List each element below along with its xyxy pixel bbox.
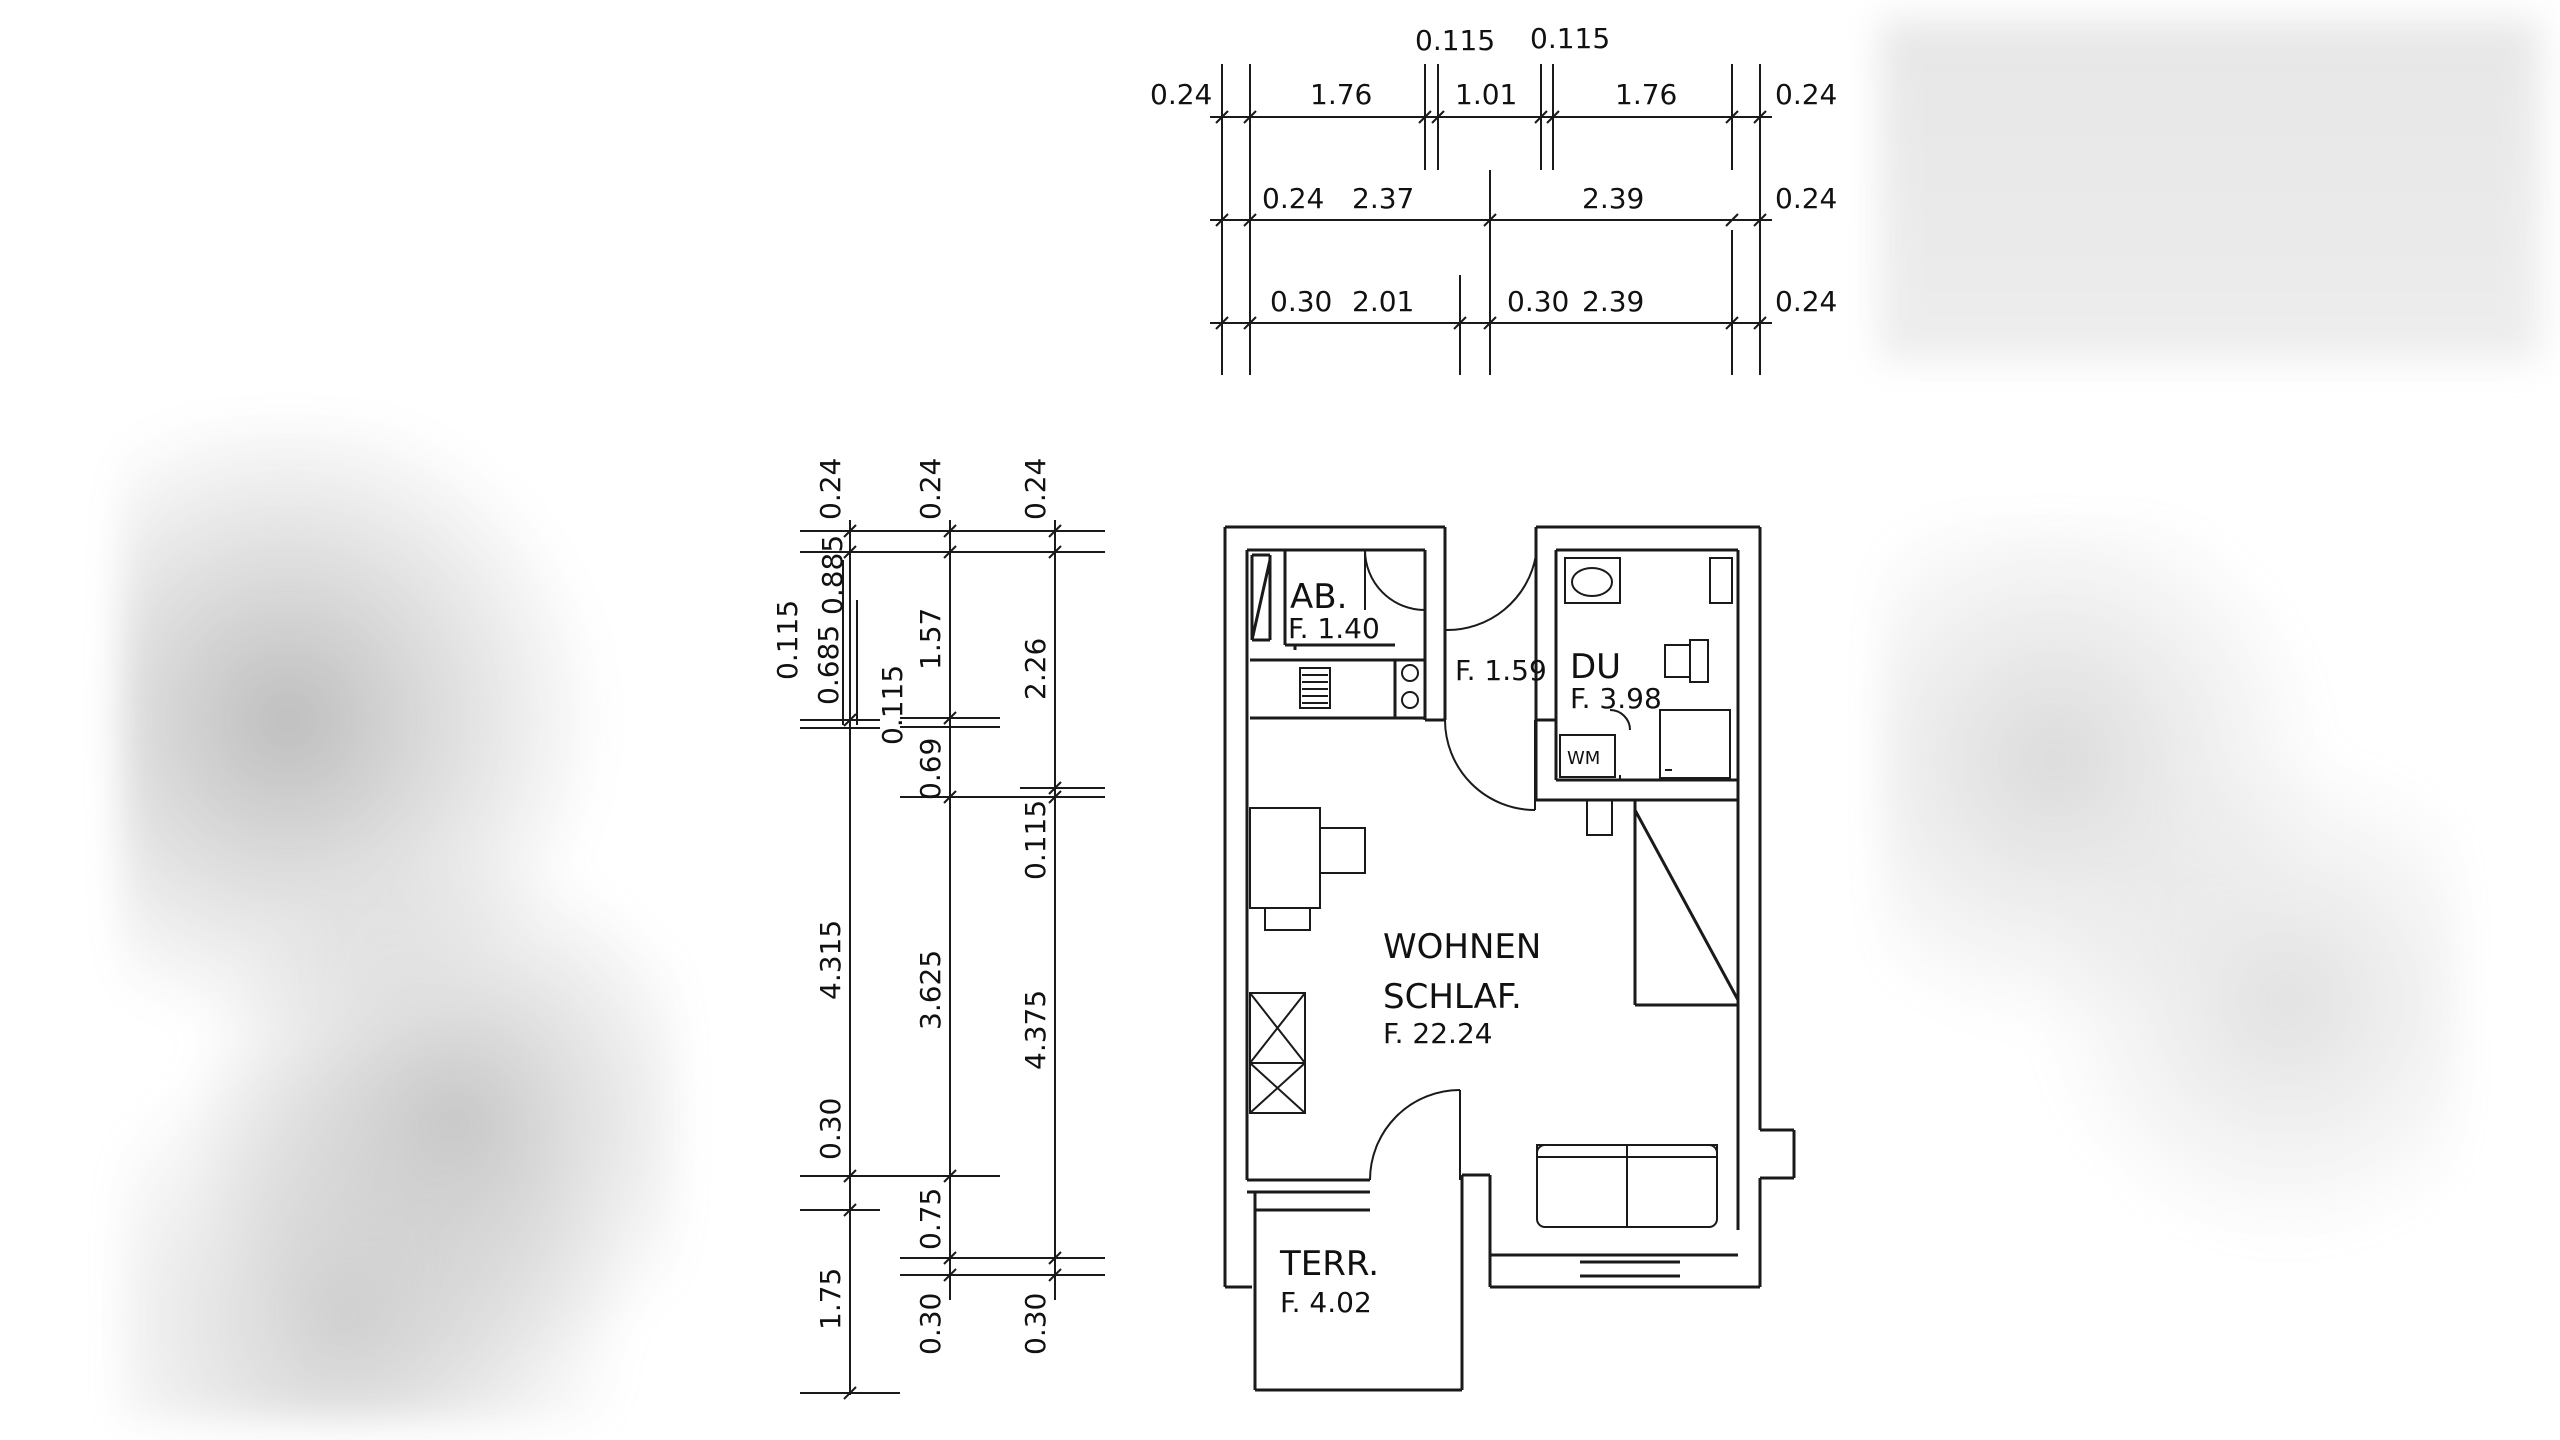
dim-top-r1-1: 1.76 <box>1310 78 1372 111</box>
interior-walls <box>1250 550 1740 1392</box>
dim-top-r3-2: 0.30 <box>1507 285 1569 318</box>
room-wm-label: WM <box>1567 748 1600 769</box>
dim-left-c3-0: 0.24 <box>1019 458 1052 520</box>
dim-left-c1-0: 0.24 <box>814 458 847 520</box>
dim-left-c1-4: 0.30 <box>814 1098 847 1160</box>
dim-left-c1-3: 4.315 <box>814 920 847 1000</box>
room-terr-name: TERR. <box>1279 1244 1379 1284</box>
dim-left-c3-1: 2.26 <box>1019 638 1052 700</box>
dim-left-c1-1: 0.115 <box>771 600 804 680</box>
dim-left-c2-3: 3.625 <box>914 950 947 1030</box>
blurred-region-right <box>1880 520 2460 1320</box>
room-du-area: F. 3.98 <box>1570 682 1662 715</box>
dim-top-r1-3: 1.76 <box>1615 78 1677 111</box>
fixtures <box>1249 557 1733 1228</box>
dim-left-c2-2: 0.69 <box>914 738 947 800</box>
dim-top-0115-b: 0.115 <box>1530 22 1610 55</box>
dim-left-c2-0: 0.24 <box>914 458 947 520</box>
dim-top-0115-a: 0.115 <box>1415 24 1495 57</box>
dim-left-inner-1: 0.115 <box>876 665 909 745</box>
room-du-name: DU <box>1570 647 1621 687</box>
dim-top-r3-4: 0.24 <box>1775 285 1837 318</box>
dim-top-r3-1: 2.01 <box>1352 285 1414 318</box>
top-dimension-labels: 0.115 0.115 0.24 1.76 1.01 1.76 0.24 0.2… <box>1150 22 1837 318</box>
dim-left-c3-2: 0.115 <box>1019 800 1052 880</box>
dim-top-r1-4: 0.24 <box>1775 78 1837 111</box>
dim-left-c3-4: 0.30 <box>1019 1293 1052 1355</box>
dim-top-r2-0: 0.24 <box>1262 182 1324 215</box>
dim-left-inner-0: 0.885 <box>816 535 849 615</box>
room-schlaf-name: SCHLAF. <box>1383 977 1522 1017</box>
dim-left-c2-1: 1.57 <box>914 608 947 670</box>
dim-left-c1-5: 1.75 <box>814 1268 847 1330</box>
dim-left-c1-2: 0.685 <box>812 625 845 705</box>
room-terr-area: F. 4.02 <box>1280 1286 1372 1319</box>
dim-top-r1-2: 1.01 <box>1455 78 1517 111</box>
room-labels: AB. F. 1.40 F. 1.59 DU F. 3.98 WM WOHNEN… <box>1279 577 1662 1319</box>
dim-left-c2-5: 0.30 <box>914 1293 947 1355</box>
room-wohnen-area: F. 22.24 <box>1383 1017 1493 1050</box>
blurred-region-right-top <box>1880 20 2540 360</box>
room-ab-area: F. 1.40 <box>1288 612 1380 645</box>
left-dimension-labels: 0.24 0.115 0.685 4.315 0.30 1.75 0.885 0… <box>771 458 1052 1355</box>
doors <box>1364 549 1631 1181</box>
dim-top-r2-1: 2.37 <box>1352 182 1414 215</box>
dim-top-r1-0: 0.24 <box>1150 78 1212 111</box>
top-dimension-lines <box>1210 64 1772 375</box>
blurred-region-left <box>120 420 680 1420</box>
room-wohnen-name: WOHNEN <box>1383 927 1541 967</box>
left-dimension-lines <box>800 520 1105 1400</box>
dim-top-r3-3: 2.39 <box>1582 285 1644 318</box>
dim-top-r2-3: 0.24 <box>1775 182 1837 215</box>
dim-top-r3-0: 0.30 <box>1270 285 1332 318</box>
dim-left-c2-4: 0.75 <box>914 1188 947 1250</box>
room-ab-name: AB. <box>1290 577 1347 617</box>
outer-walls <box>1223 525 1796 1289</box>
dim-top-r2-2: 2.39 <box>1582 182 1644 215</box>
room-flur-area: F. 1.59 <box>1455 654 1547 687</box>
dim-left-c3-3: 4.375 <box>1019 990 1052 1070</box>
